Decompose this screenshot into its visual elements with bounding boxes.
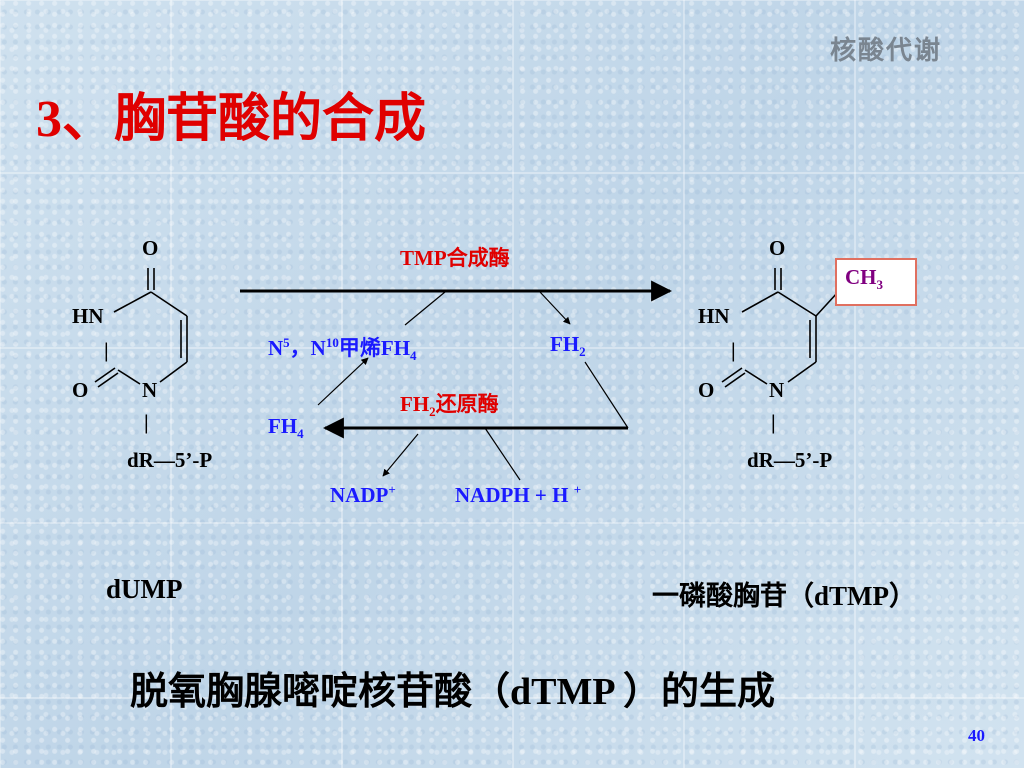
dump-o-top: O xyxy=(142,236,159,260)
slide-title: 3、胸苷酸的合成 xyxy=(36,91,427,148)
dump-sugar: dR—5’-P xyxy=(127,448,213,472)
dtmp-n: N xyxy=(769,378,785,402)
methyl-highlight-box xyxy=(835,258,917,306)
fh2-to-reverse-line xyxy=(584,361,629,429)
dtmp-hn-bar: | xyxy=(731,338,736,362)
dtmp-n-bar: | xyxy=(771,410,776,434)
nadp-arrow xyxy=(382,433,419,477)
methyl-group: CH3 xyxy=(845,265,884,293)
dtmp-ring xyxy=(721,268,839,388)
dump-o-left: O xyxy=(72,378,89,402)
dtmp-hn: HN xyxy=(698,304,730,328)
dump-n: N xyxy=(142,378,158,402)
page-number: 40 xyxy=(968,726,985,745)
cofactor-fh2: FH2 xyxy=(550,332,586,360)
cofactor-nadp: NADP+ xyxy=(330,482,396,507)
dump-hn: HN xyxy=(72,304,104,328)
cofactor-in-line xyxy=(404,291,446,326)
cofactor-nadph: NADPH + H + xyxy=(455,482,582,507)
cofactor-out-arrow xyxy=(539,291,571,325)
nadph-line xyxy=(484,427,521,481)
caption: 脱氧胸腺嘧啶核苷酸（dTMP ）的生成 xyxy=(130,671,775,713)
dtmp-o-left: O xyxy=(698,378,715,402)
fh4-to-cofactor-arrow xyxy=(317,357,369,406)
header-tag: 核酸代谢 xyxy=(830,36,943,65)
cofactor-methylene-fh4: N5，N10甲烯FH4 xyxy=(268,335,417,364)
dump-n-bar: | xyxy=(144,410,149,434)
dtmp-sugar: dR—5’-P xyxy=(747,448,833,472)
dump-ring xyxy=(94,268,188,388)
dump-label: dUMP xyxy=(106,574,183,604)
dump-hn-bar: | xyxy=(104,338,109,362)
enzyme-tmp-synthase: TMP合成酶 xyxy=(400,246,510,270)
dtmp-label: 一磷酸胸苷（dTMP） xyxy=(652,581,917,611)
cofactor-fh4: FH4 xyxy=(268,414,304,442)
dtmp-o-top: O xyxy=(769,236,786,260)
enzyme-fh2-reductase: FH2还原酶 xyxy=(400,392,499,420)
